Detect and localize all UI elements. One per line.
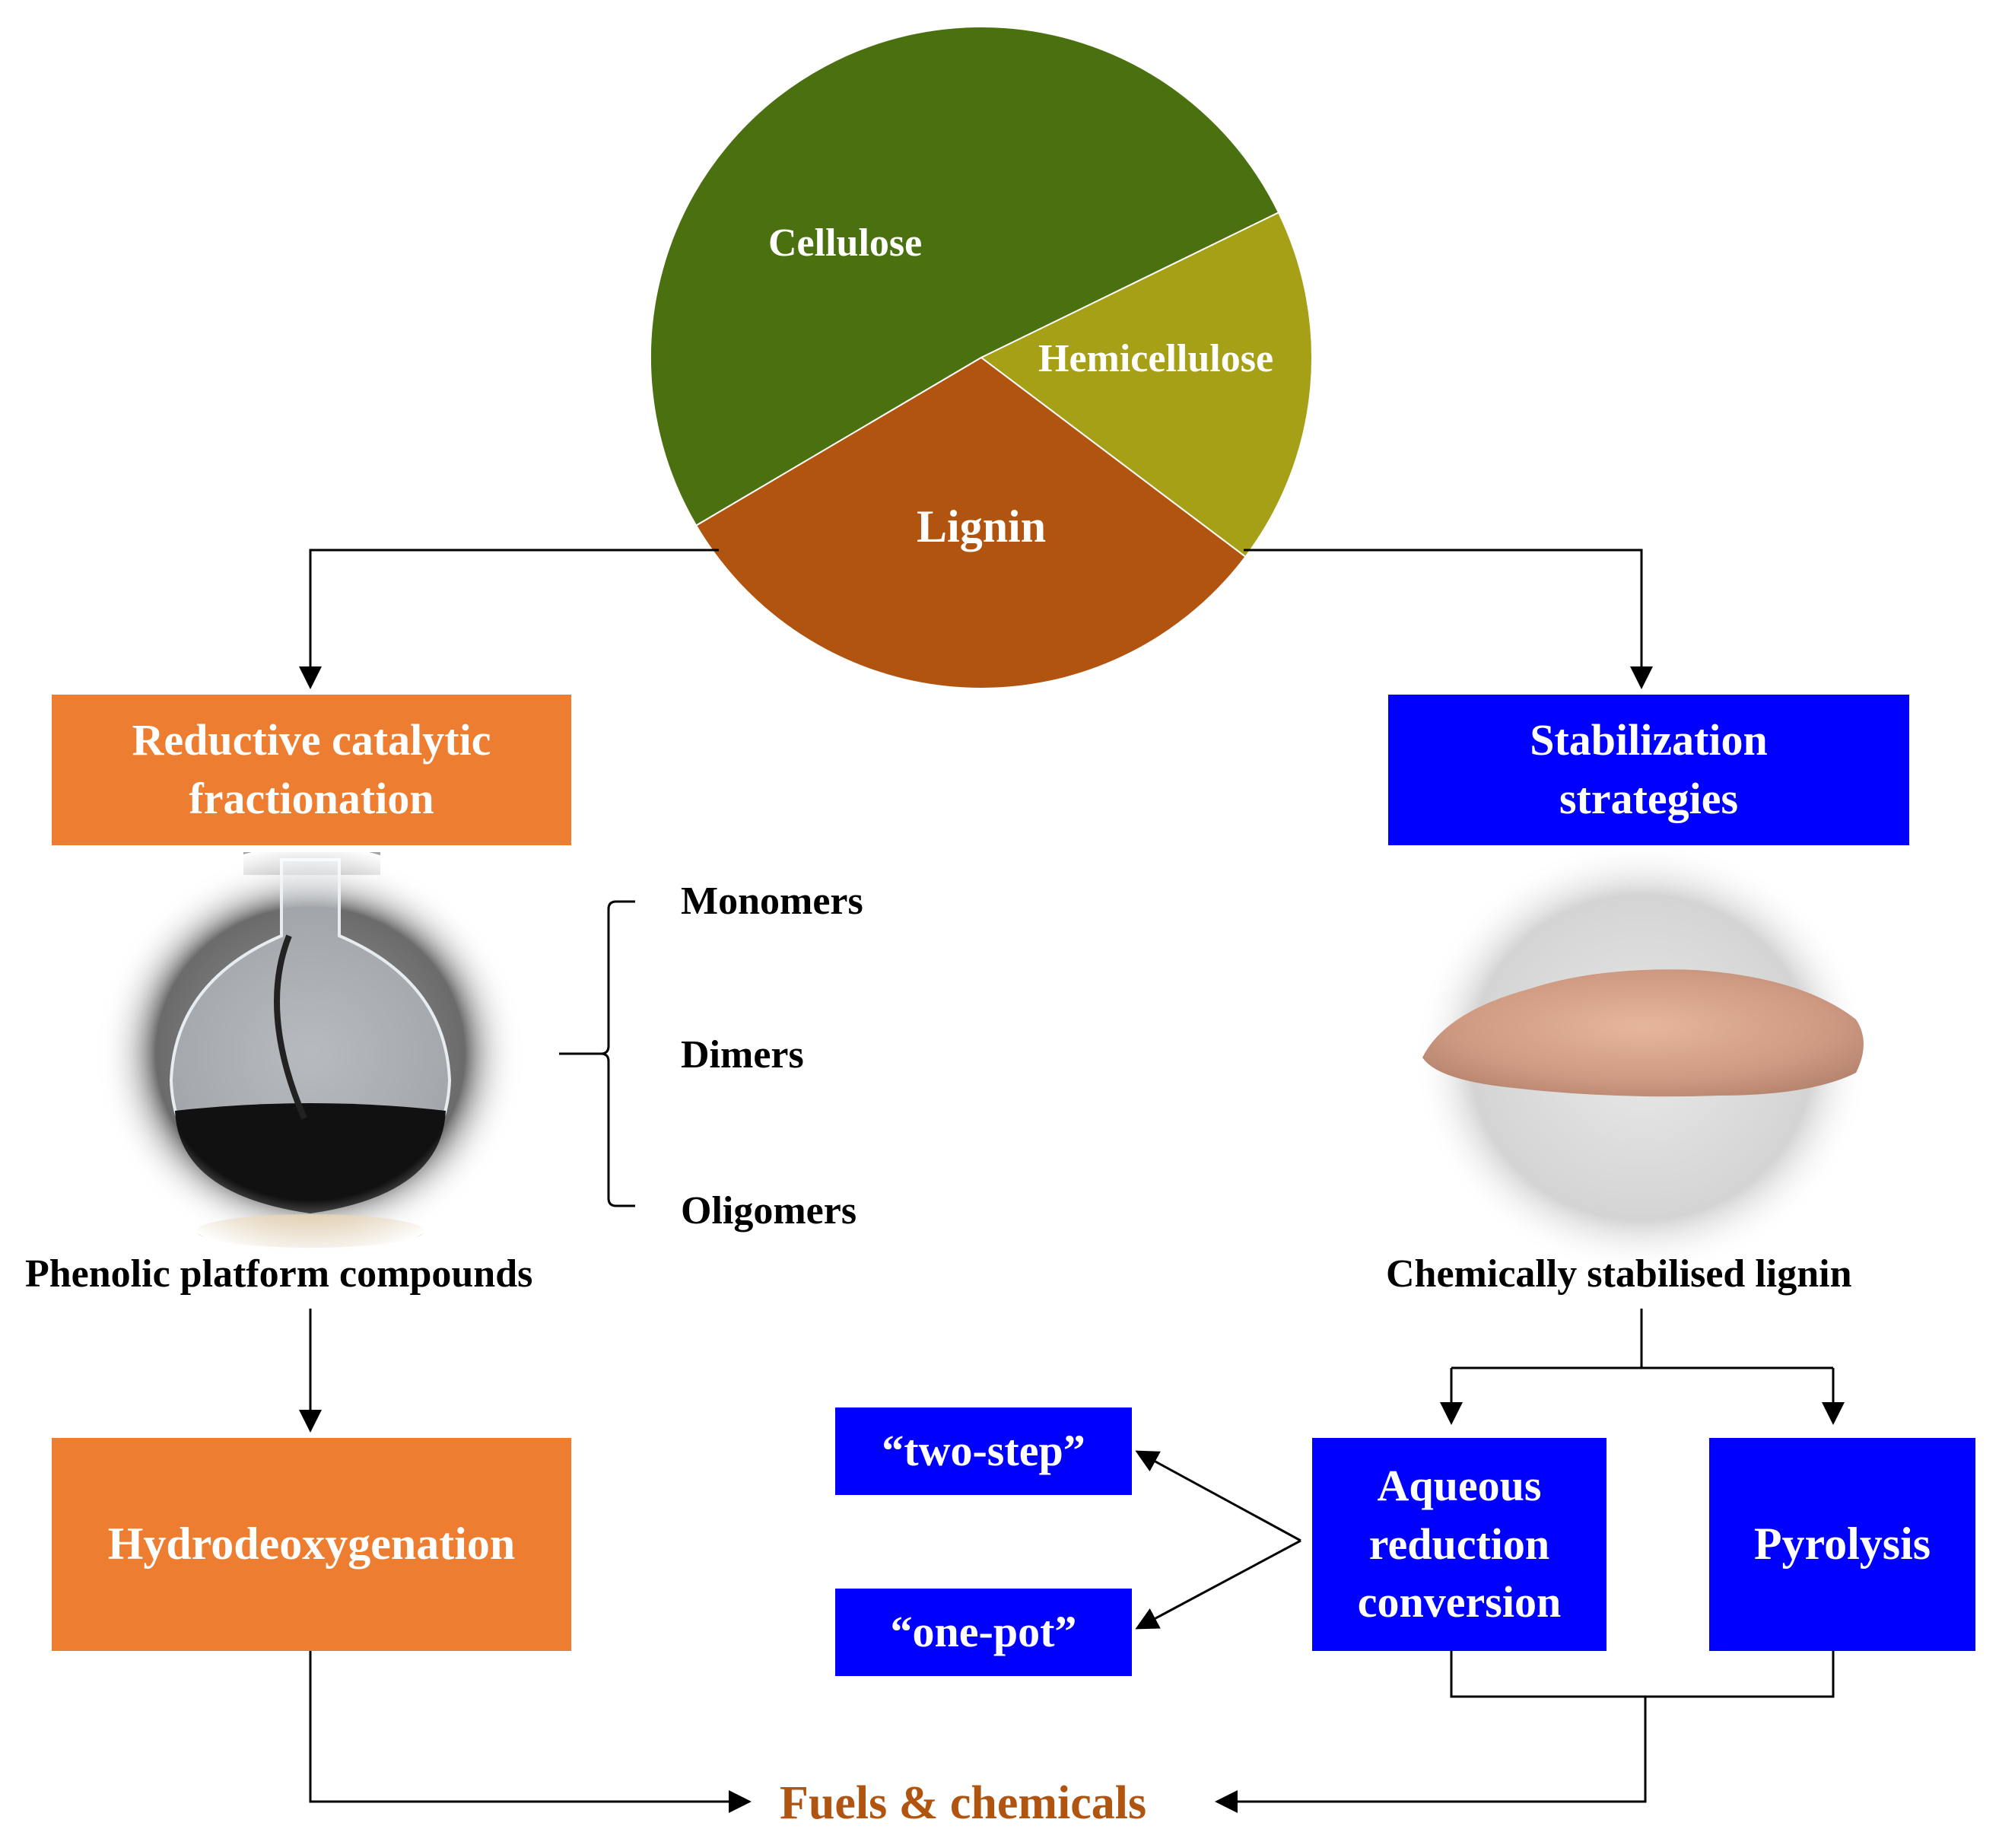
connector-lignin-to-rcf bbox=[299, 549, 719, 689]
two-step-label: “two-step” bbox=[882, 1426, 1085, 1476]
connector-aqueous-pyrolysis-merge bbox=[1450, 1643, 1835, 1698]
pie-slice-cellulose bbox=[650, 26, 1280, 527]
flask-photo bbox=[90, 844, 531, 1263]
connector-hdo-to-output bbox=[309, 1643, 752, 1813]
pie-label-lignin: Lignin bbox=[917, 501, 1047, 552]
pyrolysis-label: Pyrolysis bbox=[1753, 1519, 1931, 1570]
pie-label-cellulose: Cellulose bbox=[768, 221, 923, 265]
stabilised-caption: Chemically stabilised lignin bbox=[1386, 1252, 1852, 1296]
connector-merge-to-output bbox=[1215, 1697, 1647, 1813]
one-pot-box: “one-pot” bbox=[835, 1589, 1132, 1676]
biomass-pie bbox=[650, 26, 1313, 689]
output-label: Fuels & chemicals bbox=[780, 1777, 1147, 1829]
hdo-label: Hydrodeoxygenation bbox=[107, 1519, 516, 1570]
products-bracket bbox=[559, 900, 635, 1207]
phenolic-caption: Phenolic platform compounds bbox=[25, 1252, 533, 1296]
aqueous-label: Aqueous reduction conversion bbox=[1357, 1461, 1562, 1627]
pyrolysis-box: Pyrolysis bbox=[1709, 1438, 1975, 1651]
aqueous-box: Aqueous reduction conversion bbox=[1312, 1438, 1607, 1651]
product-dimers: Dimers bbox=[681, 1033, 804, 1077]
rcf-box: Reductive catalytic fractionation bbox=[52, 695, 571, 845]
connector-aqueous-to-one-pot bbox=[1135, 1539, 1301, 1630]
connectors bbox=[299, 549, 1845, 1813]
pie-slice-hemicellulose bbox=[980, 211, 1313, 558]
stabilization-box: Stabilization strategies bbox=[1388, 695, 1909, 845]
rcf-label: Reductive catalytic fractionation bbox=[132, 715, 491, 823]
one-pot-label: “one-pot” bbox=[890, 1607, 1077, 1657]
pie-label-hemicellulose: Hemicellulose bbox=[1038, 337, 1274, 380]
product-oligomers: Oligomers bbox=[681, 1189, 857, 1233]
product-monomers: Monomers bbox=[681, 879, 863, 923]
pie-slice-lignin bbox=[694, 356, 1247, 689]
connector-lignin-to-stabilization bbox=[1244, 549, 1653, 689]
powder-photo bbox=[1413, 841, 1870, 1274]
two-step-box: “two-step” bbox=[835, 1407, 1132, 1495]
stabilization-label: Stabilization strategies bbox=[1530, 715, 1768, 823]
hdo-box: Hydrodeoxygenation bbox=[52, 1438, 571, 1651]
connector-aqueous-to-two-step bbox=[1135, 1450, 1301, 1542]
